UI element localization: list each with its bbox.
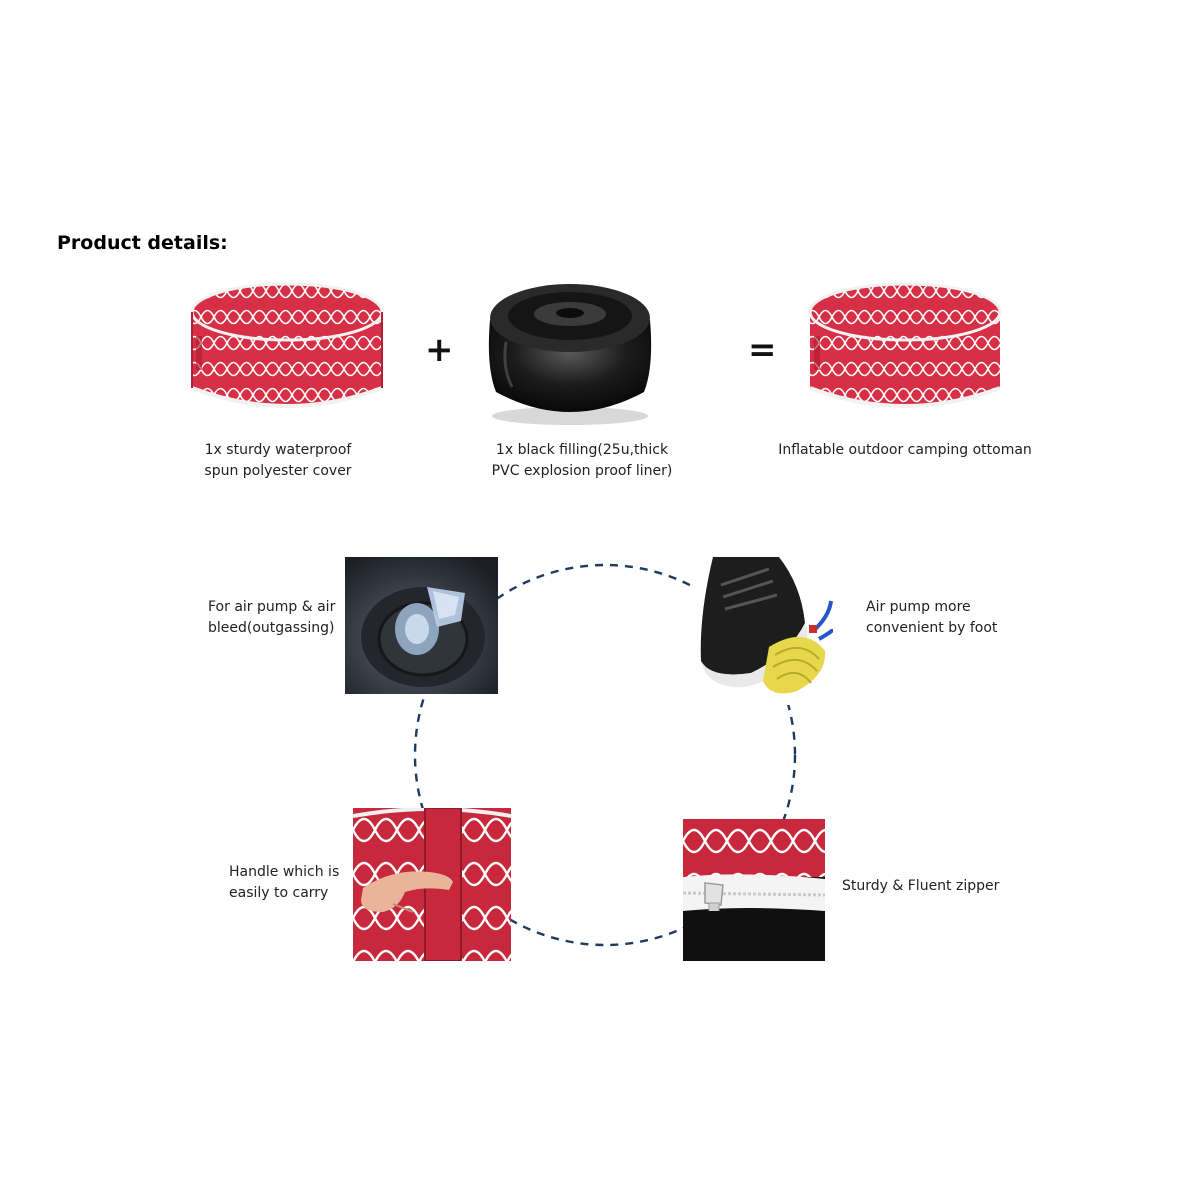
handle-photo bbox=[353, 808, 511, 961]
valve-photo bbox=[345, 557, 498, 694]
foot-pump-photo bbox=[693, 555, 833, 705]
valve-label: For air pump & air bleed(outgassing) bbox=[208, 599, 336, 636]
equals-sign: = bbox=[748, 330, 777, 370]
cover-label: 1x sturdy waterproof spun polyester cove… bbox=[204, 442, 352, 479]
black-filling-image bbox=[482, 272, 658, 428]
plus-sign: + bbox=[425, 330, 454, 370]
result-label: Inflatable outdoor camping ottoman bbox=[778, 442, 1032, 458]
dashed-circle bbox=[400, 550, 810, 960]
handle-label: Handle which is easily to carry bbox=[229, 864, 340, 901]
page-title: Product details: bbox=[57, 232, 228, 254]
cover-image bbox=[188, 278, 386, 426]
filling-label: 1x black filling(25u,thick PVC explosion… bbox=[491, 442, 673, 479]
ottoman-image bbox=[806, 278, 1004, 426]
zipper-photo bbox=[683, 819, 825, 961]
foot-pump-label: Air pump more convenient by foot bbox=[866, 599, 998, 636]
zipper-label: Sturdy & Fluent zipper bbox=[842, 878, 1000, 894]
